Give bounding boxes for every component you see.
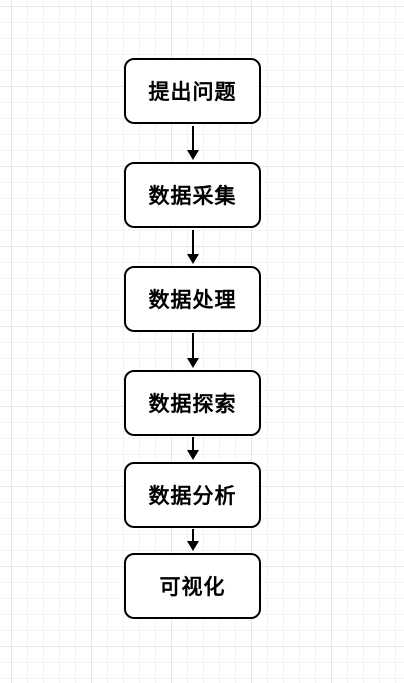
connector-3-4 [187,333,199,368]
step-label: 数据分析 [148,484,237,508]
step-label: 可视化 [159,575,226,599]
connector-1-2 [187,126,199,160]
step-data-exploration[interactable]: 数据探索 [124,370,261,436]
connector-5-6 [187,529,199,551]
step-data-analysis[interactable]: 数据分析 [124,462,261,528]
step-visualization[interactable]: 可视化 [124,553,261,619]
step-label: 数据采集 [148,184,237,208]
step-label: 数据处理 [148,288,237,312]
step-data-collection[interactable]: 数据采集 [124,162,261,228]
connector-2-3 [187,230,199,264]
step-label: 提出问题 [148,80,237,104]
connector-4-5 [187,437,199,460]
step-raise-question[interactable]: 提出问题 [124,58,261,124]
step-data-processing[interactable]: 数据处理 [124,266,261,332]
step-label: 数据探索 [148,392,237,416]
